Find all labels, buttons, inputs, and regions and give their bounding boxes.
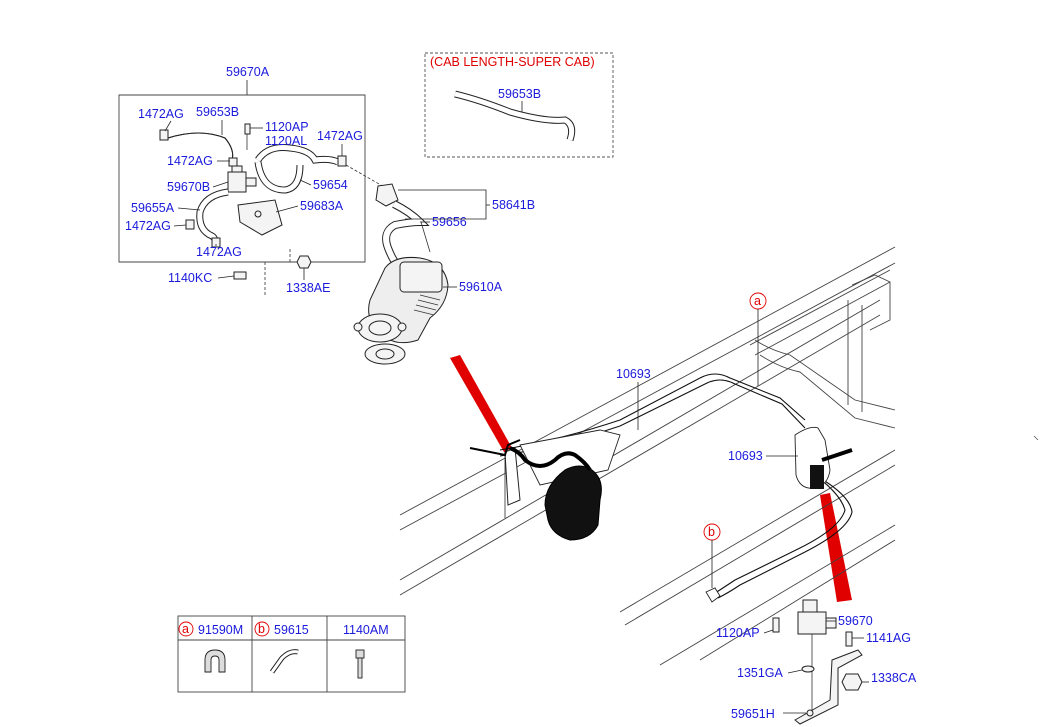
legend-cell-c: 1140AM <box>343 623 389 679</box>
svg-text:59615: 59615 <box>274 623 309 637</box>
svg-text:b: b <box>258 622 265 636</box>
svg-text:1140KC: 1140KC <box>168 271 212 285</box>
pipe-58641b <box>375 183 399 207</box>
assembly-frame <box>118 94 366 263</box>
legend-table: a 91590M b 59615 1140AM <box>177 615 406 693</box>
svg-text:59651H: 59651H <box>731 707 775 721</box>
svg-text:58641B: 58641B <box>492 198 535 212</box>
svg-text:1140AM: 1140AM <box>343 623 389 637</box>
svg-text:10693: 10693 <box>728 449 763 463</box>
nut-1338ca <box>841 673 863 691</box>
svg-text:1120AP: 1120AP <box>716 626 760 640</box>
legend-cell-b: b 59615 <box>254 621 309 674</box>
svg-text:1338AE: 1338AE <box>286 281 330 295</box>
svg-text:59656: 59656 <box>432 215 467 229</box>
svg-text:1141AG: 1141AG <box>866 631 911 645</box>
svg-text:1472AG: 1472AG <box>167 154 213 168</box>
svg-text:59670: 59670 <box>838 614 873 628</box>
callout-b: b <box>703 523 721 603</box>
label-assy-top: 59670A <box>226 65 270 79</box>
svg-text:1472AG: 1472AG <box>138 107 184 121</box>
callout-a: a <box>749 292 767 386</box>
bolt-1141ag <box>845 631 853 647</box>
valve-59670 <box>797 611 827 635</box>
bolt-1120ap-a <box>244 123 251 135</box>
mounted-assembly <box>469 426 853 541</box>
washer-1351ga <box>801 665 815 673</box>
svg-text:1351GA: 1351GA <box>737 666 784 680</box>
vehicle-frame <box>399 246 896 666</box>
red-arrow-left <box>450 355 512 452</box>
svg-text:1338CA: 1338CA <box>871 671 917 685</box>
legend-cell-a: a 91590M <box>178 621 243 673</box>
svg-text:a: a <box>754 294 761 308</box>
cab-note-group: (CAB LENGTH-SUPER CAB) 59653B <box>424 52 614 158</box>
svg-text:59654: 59654 <box>313 178 348 192</box>
bolt-1140kc <box>233 271 247 280</box>
booster-group: 58641B 59656 59610A <box>345 164 535 365</box>
red-arrow-right <box>820 493 852 602</box>
label-hose-cab: 59653B <box>498 87 541 101</box>
nut-1338ae <box>296 255 312 269</box>
clip-91590m-icon <box>204 649 226 673</box>
bolt-1140am-icon <box>355 649 365 659</box>
bracket-59651h <box>794 649 863 725</box>
cab-note-frame <box>424 52 614 158</box>
clamp-1472ag-a <box>159 129 169 141</box>
svg-text:59653B: 59653B <box>196 105 239 119</box>
svg-text:59610A: 59610A <box>459 280 503 294</box>
svg-text:1472AG: 1472AG <box>196 245 242 259</box>
svg-text:59655A: 59655A <box>131 201 175 215</box>
svg-text:1120AL: 1120AL <box>265 134 307 148</box>
bracket-59683a <box>237 199 283 236</box>
valve-59670b <box>227 171 247 193</box>
detail-valve-group: 59670 1120AP 1141AG 1351GA 1338CA 59651H <box>716 599 917 725</box>
svg-text:a: a <box>182 622 189 636</box>
svg-text:59683A: 59683A <box>300 199 344 213</box>
bolt-1120ap-b <box>772 617 780 633</box>
assembly-box-group: 59670A 1 <box>118 65 366 295</box>
svg-text:1472AG: 1472AG <box>317 129 363 143</box>
svg-text:59670B: 59670B <box>167 180 210 194</box>
cab-note-text: (CAB LENGTH-SUPER CAB) <box>430 55 595 69</box>
svg-text:10693: 10693 <box>616 367 651 381</box>
svg-text:1472AG: 1472AG <box>125 219 171 233</box>
svg-text:b: b <box>708 525 715 539</box>
svg-text:1120AP: 1120AP <box>265 120 309 134</box>
svg-text:91590M: 91590M <box>198 623 243 637</box>
